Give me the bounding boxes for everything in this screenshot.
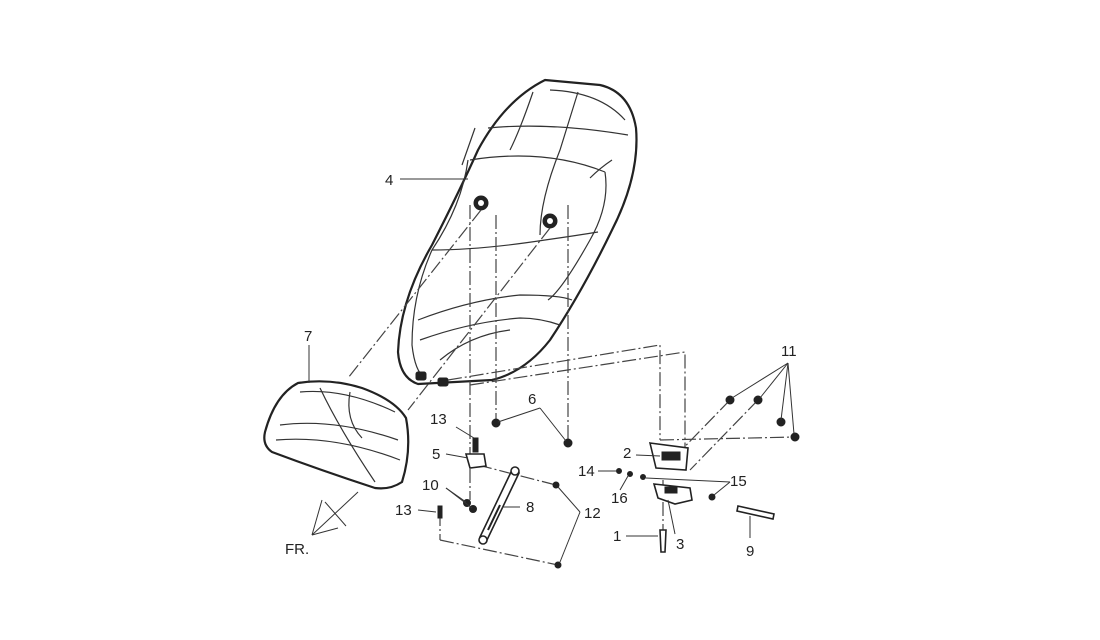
seat-assembly <box>396 78 638 387</box>
damper-part <box>790 432 800 442</box>
callout-15: 15 <box>730 473 747 490</box>
callout-14: 14 <box>578 463 595 480</box>
seat-latch <box>652 483 693 505</box>
backrest <box>263 380 410 490</box>
latch-rod <box>736 505 775 520</box>
callout-12: 12 <box>584 505 601 522</box>
callout-6: 6 <box>528 391 536 408</box>
callout-4: 4 <box>385 172 393 189</box>
callout-16: 16 <box>611 490 628 507</box>
callout-1: 1 <box>613 528 621 545</box>
front-direction-indicator: FR. <box>285 491 359 558</box>
hardware-parts <box>437 395 800 569</box>
callout-13-top: 13 <box>430 411 447 428</box>
callout-8: 8 <box>526 499 534 516</box>
leader-lines <box>308 178 795 563</box>
callout-labels: 4 7 6 13 5 10 13 8 12 11 2 14 16 15 1 3 … <box>304 172 797 560</box>
direction-label: FR. <box>285 541 309 558</box>
clip-part <box>552 481 560 489</box>
callout-3: 3 <box>676 536 684 553</box>
callout-13-bottom: 13 <box>395 502 412 519</box>
callout-2: 2 <box>623 445 631 462</box>
screw-part <box>616 468 622 474</box>
cable-end <box>659 529 667 553</box>
pin-part <box>437 505 443 519</box>
callout-10: 10 <box>422 477 439 494</box>
callout-5: 5 <box>432 446 440 463</box>
seat-outline <box>396 78 638 386</box>
screw-part <box>640 474 646 480</box>
callout-9: 9 <box>746 543 754 560</box>
buffer-part <box>491 418 501 428</box>
hinge-bracket <box>464 453 487 469</box>
screw-part <box>708 493 716 501</box>
callout-7: 7 <box>304 328 312 345</box>
clip-part <box>554 561 562 569</box>
screw-part <box>627 471 633 477</box>
callout-11: 11 <box>781 343 797 360</box>
backrest-outline <box>263 380 410 490</box>
